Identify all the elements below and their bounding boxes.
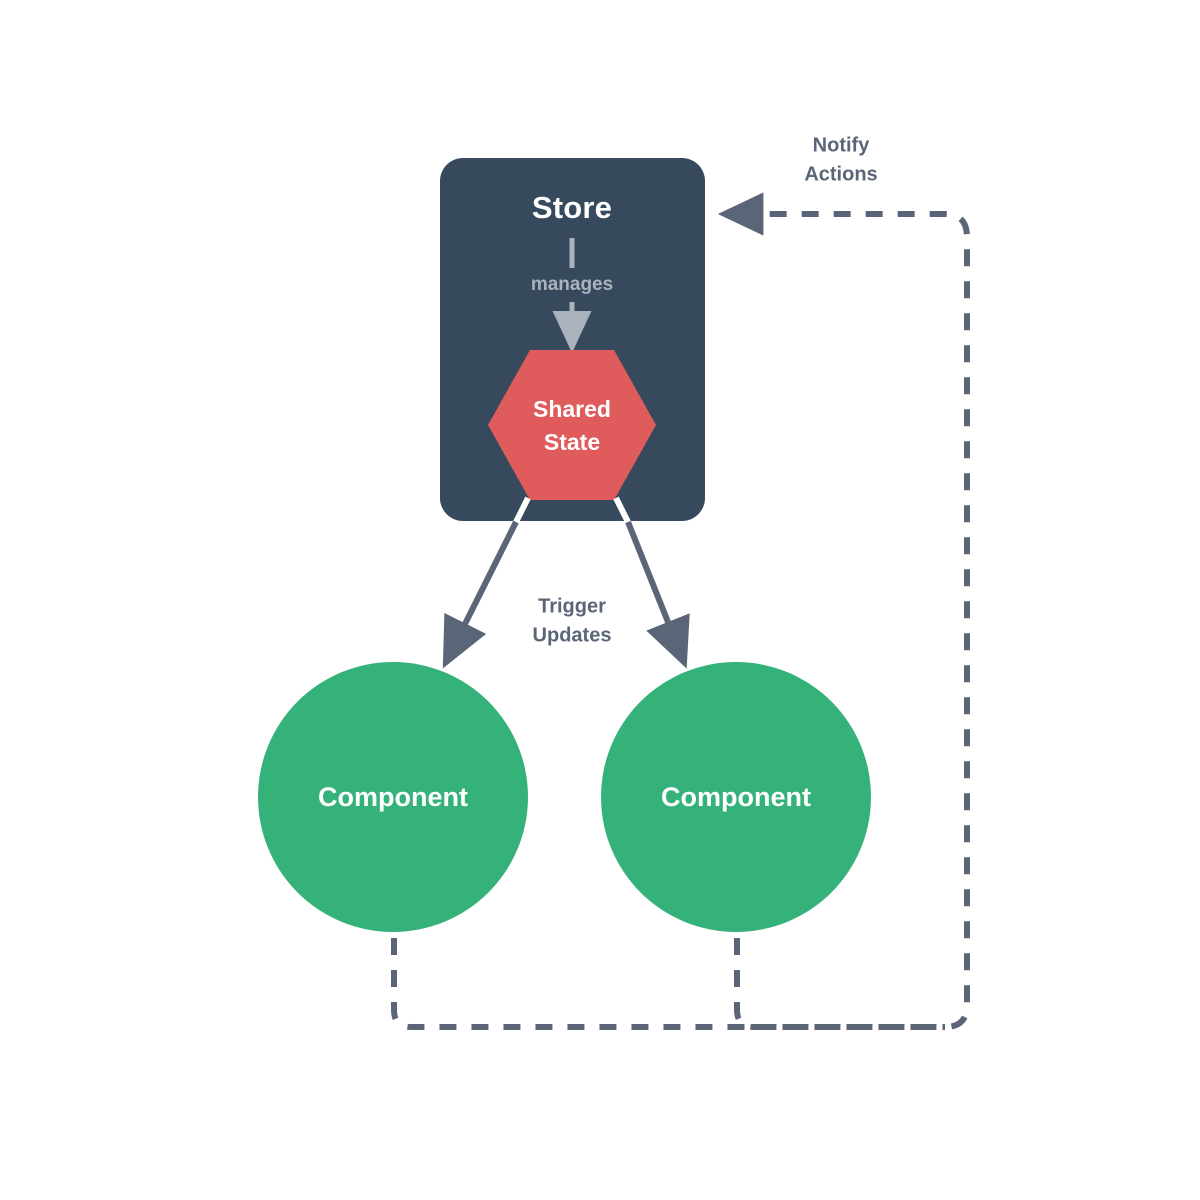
node-shared-state[interactable]: Shared State <box>488 350 656 500</box>
trigger-updates-label-line2: Updates <box>533 624 612 646</box>
shared-state-label-line2: State <box>544 429 600 455</box>
node-component-right[interactable]: Component <box>601 662 871 932</box>
edge-trigger-updates: Trigger Updates <box>442 520 690 669</box>
notify-actions-label-group: Notify Actions <box>804 134 877 185</box>
trigger-updates-arrow-left <box>442 520 519 669</box>
trigger-updates-label-line1: Trigger <box>538 595 606 617</box>
manages-label: manages <box>531 274 613 295</box>
component-right-label: Component <box>661 782 811 812</box>
shared-state-label-line1: Shared <box>533 396 611 422</box>
component-left-label: Component <box>318 782 468 812</box>
node-component-left[interactable]: Component <box>258 662 528 932</box>
notify-actions-label-line2: Actions <box>804 163 877 185</box>
trigger-updates-arrow-right <box>625 520 690 669</box>
notify-actions-path-left <box>391 192 970 1030</box>
shared-state-hexagon[interactable] <box>488 350 656 500</box>
store-title: Store <box>532 190 612 225</box>
notify-actions-path-right <box>734 938 945 1030</box>
component-left-circle[interactable] <box>258 662 528 932</box>
component-right-circle[interactable] <box>601 662 871 932</box>
edge-manages: manages <box>531 238 613 354</box>
notify-actions-label-line1: Notify <box>813 134 871 156</box>
edge-notify-actions <box>391 192 970 1030</box>
